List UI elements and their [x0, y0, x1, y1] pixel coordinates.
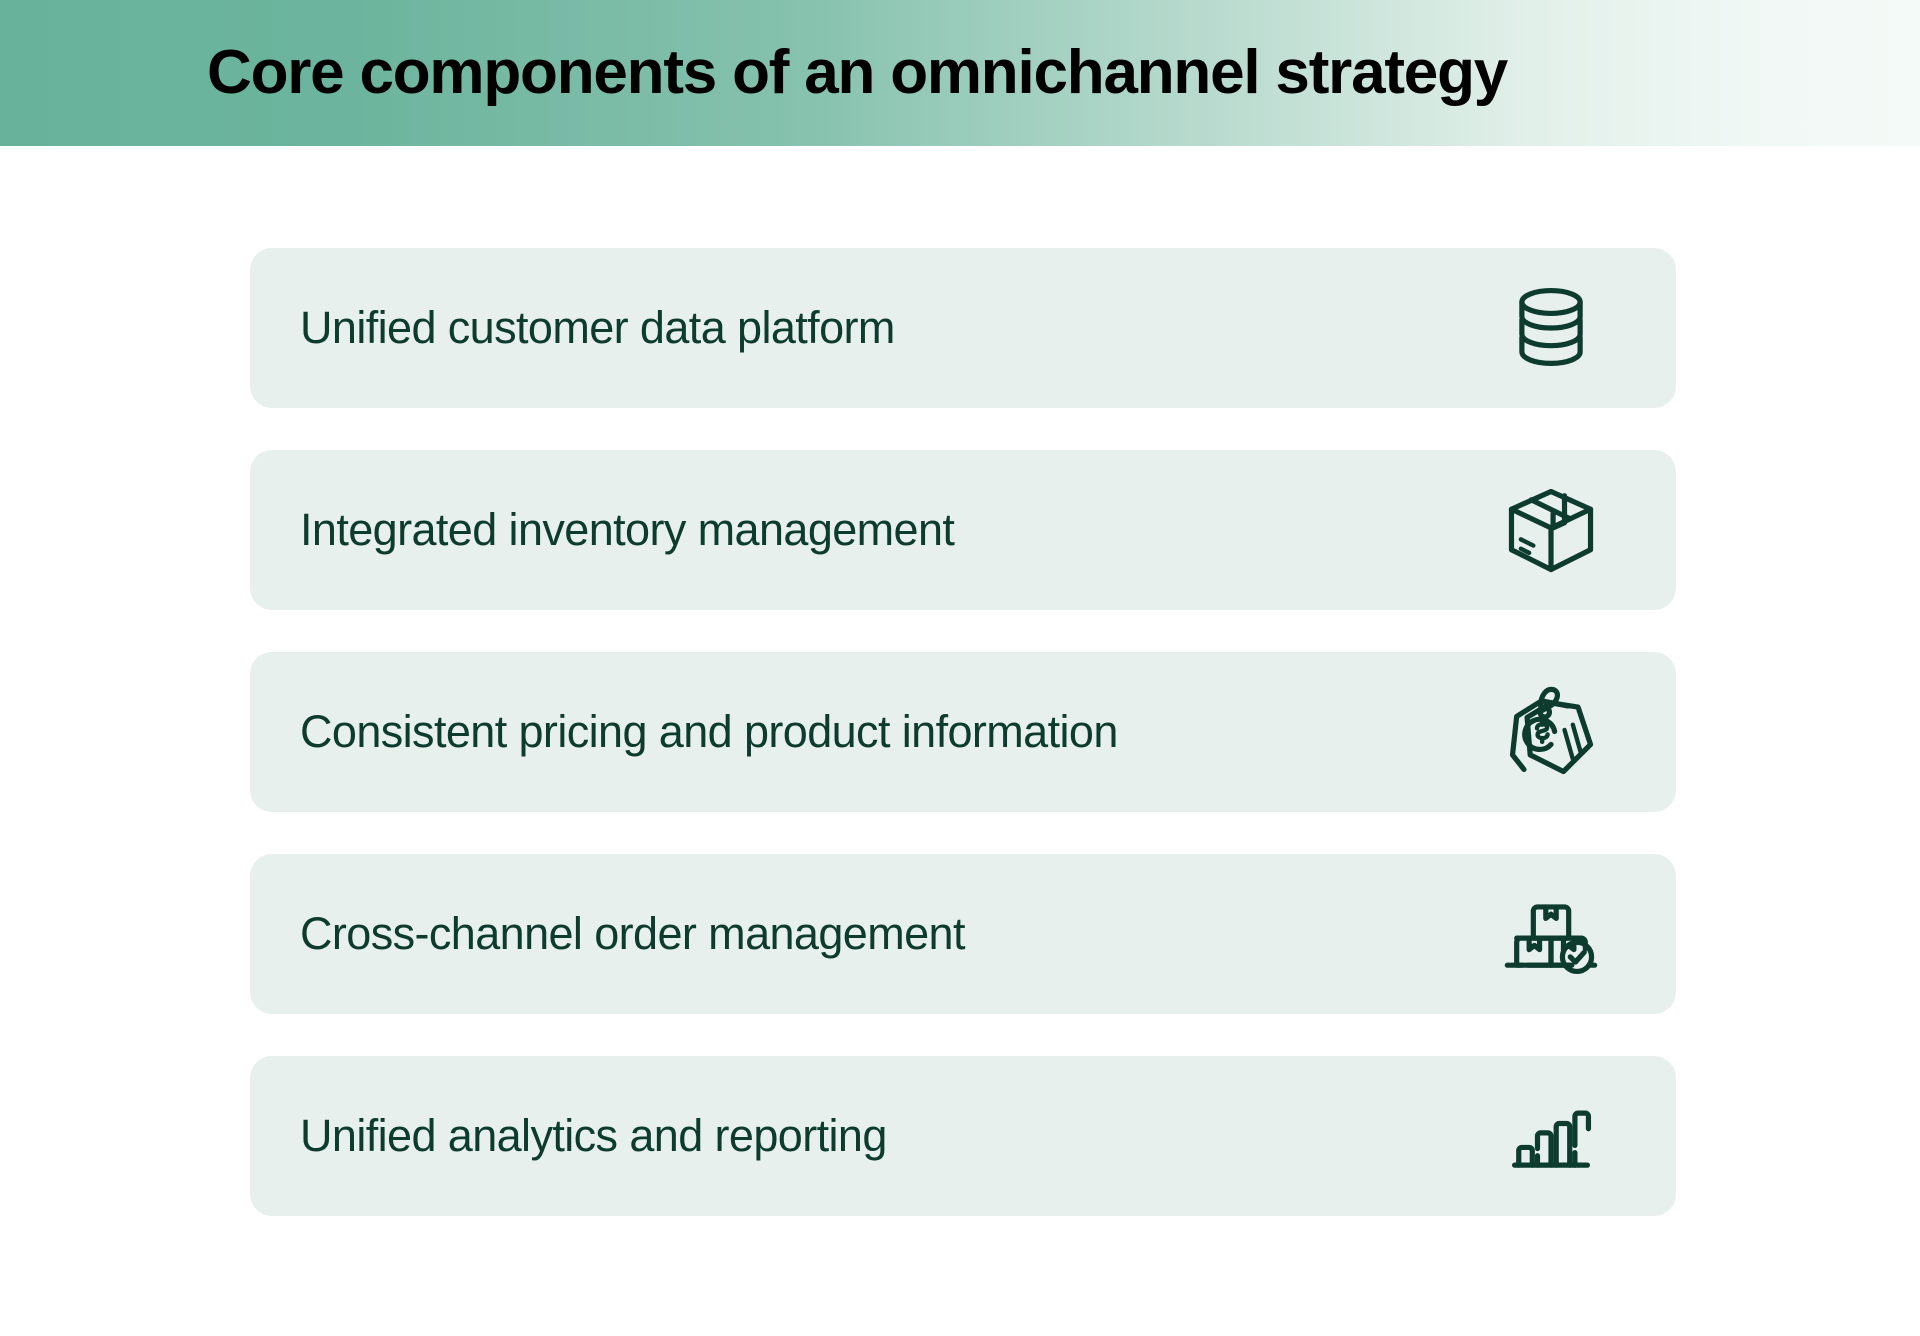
list-item[interactable]: Unified customer data platform — [250, 248, 1676, 408]
bar-chart-icon — [1491, 1076, 1611, 1196]
list-item[interactable]: Consistent pricing and product informati… — [250, 652, 1676, 812]
component-card-list: Unified customer data platform Integrate… — [250, 248, 1676, 1216]
list-item[interactable]: Cross-channel order management — [250, 854, 1676, 1014]
price-tags-icon — [1491, 672, 1611, 792]
card-label: Unified customer data platform — [300, 302, 895, 354]
card-label: Cross-channel order management — [300, 908, 965, 960]
list-item[interactable]: Integrated inventory management — [250, 450, 1676, 610]
database-icon — [1491, 268, 1611, 388]
card-label: Unified analytics and reporting — [300, 1110, 887, 1162]
card-label: Consistent pricing and product informati… — [300, 706, 1118, 758]
list-item[interactable]: Unified analytics and reporting — [250, 1056, 1676, 1216]
stacked-boxes-check-icon — [1491, 874, 1611, 994]
shipping-box-icon — [1491, 470, 1611, 590]
page-title: Core components of an omnichannel strate… — [207, 38, 1508, 107]
card-label: Integrated inventory management — [300, 504, 955, 556]
header-banner: Core components of an omnichannel strate… — [0, 0, 1920, 146]
